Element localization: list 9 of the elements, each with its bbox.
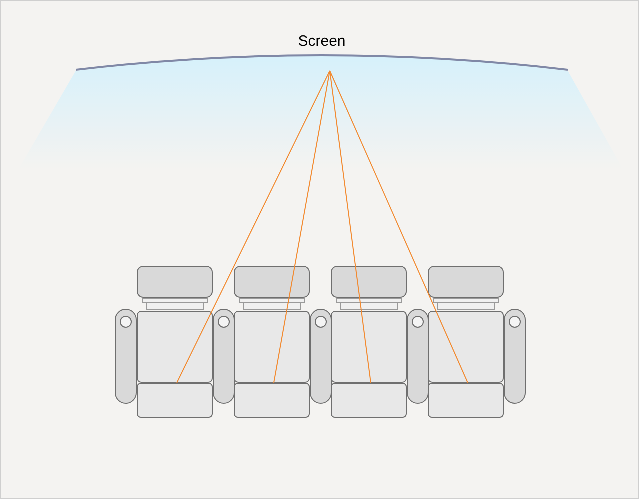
screen-label: Screen — [297, 32, 347, 52]
sightline — [330, 70, 372, 384]
sightline — [176, 70, 330, 384]
seat-cushion — [331, 383, 407, 418]
seat-cushion — [234, 383, 310, 418]
sightline — [330, 70, 468, 384]
seat-cushion — [137, 383, 213, 418]
seat-cushion — [428, 383, 504, 418]
sightline — [274, 70, 330, 384]
